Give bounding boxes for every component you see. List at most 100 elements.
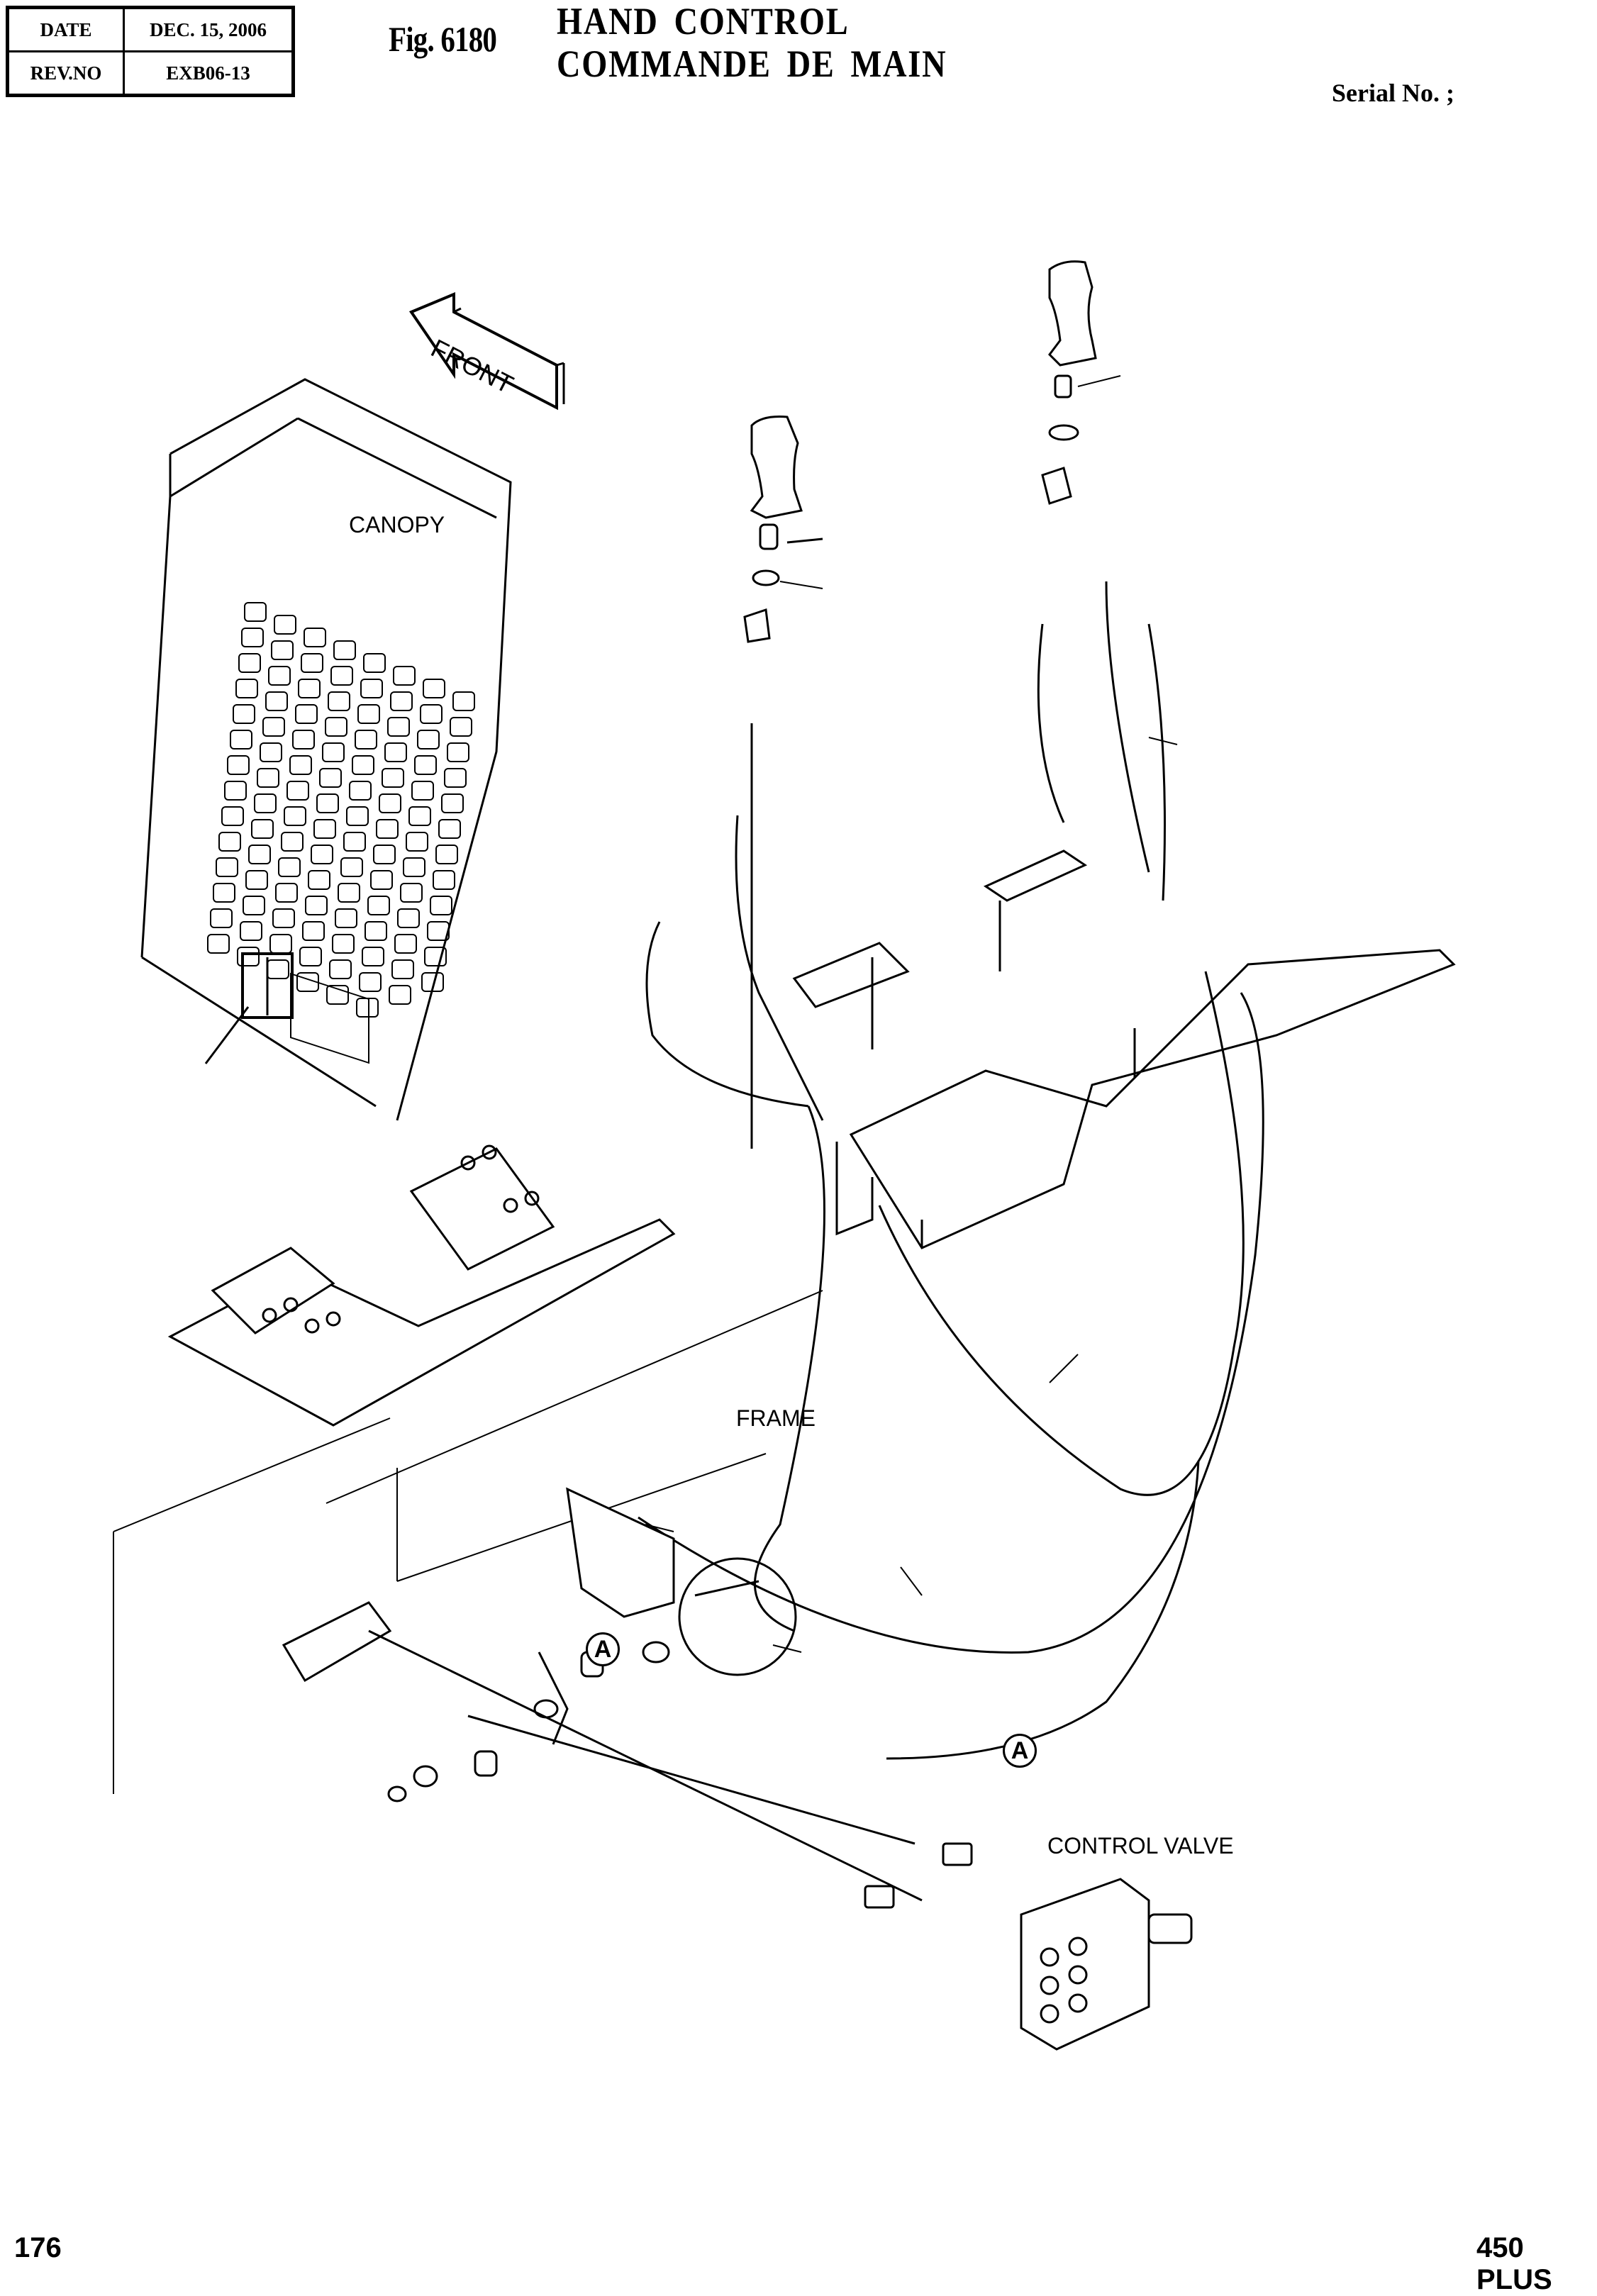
grille-opening	[376, 819, 399, 839]
grille-opening	[305, 896, 328, 915]
figure-number: Fig. 6180	[389, 19, 497, 59]
grille-opening	[238, 653, 261, 673]
grille-opening	[248, 845, 271, 864]
grille-opening	[414, 755, 437, 775]
grille-opening	[322, 742, 345, 762]
grille-opening	[403, 857, 425, 877]
grille-opening	[408, 806, 431, 826]
grille-opening	[244, 602, 267, 622]
grille-opening	[362, 947, 384, 966]
control-valve-icon	[864, 1842, 1193, 2051]
rev-row: REV.NO EXB06-13	[6, 50, 294, 96]
grille-opening	[393, 666, 416, 686]
grille-opening	[311, 845, 333, 864]
grille-opening	[384, 742, 407, 762]
grille-opening	[213, 883, 235, 903]
grille-opening	[332, 934, 355, 954]
grille-opening	[343, 832, 366, 852]
grille-opening	[326, 985, 349, 1005]
grille-opening	[441, 793, 464, 813]
grille-opening	[330, 666, 353, 686]
grille-opening	[292, 730, 315, 749]
grille-opening	[355, 730, 377, 749]
revision-table: DATE DEC. 15, 2006 REV.NO EXB06-13	[6, 6, 295, 97]
grille-opening	[260, 742, 282, 762]
grille-opening	[216, 857, 238, 877]
grille-opening	[267, 959, 289, 979]
floor-plate	[167, 1144, 676, 1427]
frame-outline	[113, 1290, 823, 1794]
grille-opening	[421, 972, 444, 992]
grille-opening	[301, 653, 323, 673]
grille-opening	[210, 908, 233, 928]
grille-opening	[251, 819, 274, 839]
grille-opening	[230, 730, 252, 749]
grille-opening	[417, 730, 440, 749]
grille-opening	[254, 793, 277, 813]
grille-opening	[352, 755, 374, 775]
grille-opening	[278, 857, 301, 877]
grille-opening	[424, 947, 447, 966]
grille-opening	[299, 947, 322, 966]
grille-opening	[329, 959, 352, 979]
grille-opening	[370, 870, 393, 890]
grille-opening	[302, 921, 325, 941]
grille-opening	[349, 781, 372, 801]
callout-a-left: A	[586, 1632, 620, 1666]
grille-opening	[435, 845, 458, 864]
grille-opening	[420, 704, 443, 724]
grille-opening	[245, 870, 268, 890]
page-number: 176	[14, 2232, 62, 2263]
grille-opening	[319, 768, 342, 788]
grille-opening	[447, 742, 469, 762]
grille-opening	[240, 921, 262, 941]
grille-opening	[274, 615, 296, 635]
grille-opening	[406, 832, 428, 852]
canopy-panel	[140, 378, 512, 1121]
grille-opening	[335, 908, 357, 928]
grille-opening	[356, 998, 379, 1018]
title-english: HAND CONTROL	[557, 0, 850, 43]
grille-opening	[295, 704, 318, 724]
grille-opening	[346, 806, 369, 826]
grille-opening	[237, 947, 260, 966]
grille-opening	[235, 679, 258, 698]
model-name: 450 PLUS	[1476, 2232, 1552, 2295]
grille-opening	[391, 959, 414, 979]
grille-opening	[359, 972, 382, 992]
grille-opening	[224, 781, 247, 801]
grille-opening	[227, 755, 250, 775]
left-joystick-icon	[645, 416, 910, 1149]
grille-opening	[444, 768, 467, 788]
date-row: DATE DEC. 15, 2006	[6, 6, 294, 52]
grille-opening	[313, 819, 336, 839]
callout-a-right: A	[1003, 1734, 1037, 1768]
grille-opening	[207, 934, 230, 954]
grille-opening	[438, 819, 461, 839]
grille-opening	[363, 653, 386, 673]
linkage-assembly	[282, 1487, 923, 1902]
right-joystick-icon	[983, 260, 1166, 971]
grille-opening	[387, 717, 410, 737]
front-arrow-icon	[408, 292, 565, 411]
grille-opening	[365, 921, 387, 941]
mounting-plate	[835, 949, 1456, 1249]
grille-opening	[400, 883, 423, 903]
grille-opening	[338, 883, 360, 903]
grille-opening	[257, 768, 279, 788]
grille-opening	[269, 934, 292, 954]
grille-opening	[286, 781, 309, 801]
grille-opening	[427, 921, 450, 941]
grille-opening	[367, 896, 390, 915]
grille-opening	[275, 883, 298, 903]
grille-opening	[430, 896, 452, 915]
grille-opening	[325, 717, 347, 737]
canopy-label: CANOPY	[349, 512, 445, 537]
grille-opening	[411, 781, 434, 801]
grille-opening	[284, 806, 306, 826]
grille-opening	[382, 768, 404, 788]
canopy-grille	[207, 602, 475, 1018]
grille-opening	[357, 704, 380, 724]
grille-opening	[450, 717, 472, 737]
grille-opening	[218, 832, 241, 852]
